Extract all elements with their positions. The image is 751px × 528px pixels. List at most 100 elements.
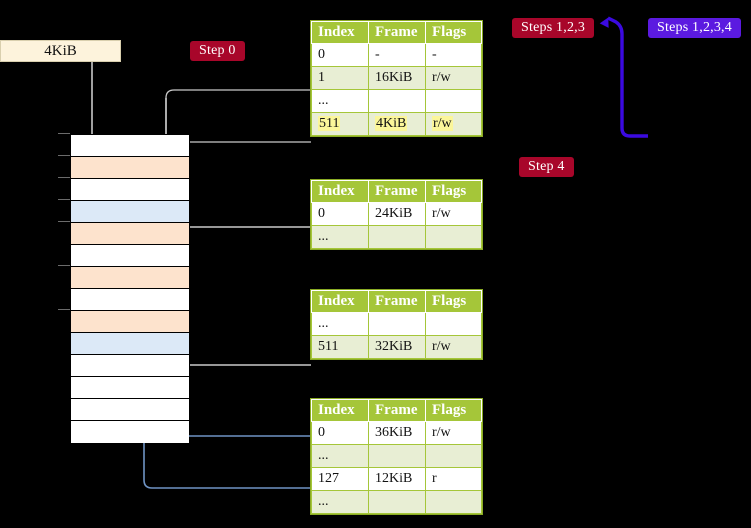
badge-step-0-label: Step 0: [199, 43, 236, 58]
memory-frame-row: [71, 245, 189, 267]
cell-index: ...: [311, 312, 369, 336]
memory-frame-row: [71, 377, 189, 399]
table-row[interactable]: ...: [311, 490, 482, 514]
wire-steps-bracket: [599, 16, 648, 138]
memory-frame-row: [71, 157, 189, 179]
memory-frame-row: [71, 421, 189, 443]
cell-flags: [425, 89, 482, 113]
cell-flags: [425, 444, 482, 468]
cell-frame: [368, 225, 426, 249]
badge-steps-1-2-3-4-label: Steps 1,2,3,4: [657, 20, 732, 35]
table-row[interactable]: 0--: [311, 43, 482, 67]
memory-frame-row: [71, 399, 189, 421]
cell-index: 511: [311, 112, 369, 136]
cell-flags: r: [425, 467, 482, 491]
memory-frame-row: [71, 289, 189, 311]
cell-highlight: r/w: [432, 116, 453, 131]
column-header-frame: Frame: [368, 399, 426, 422]
column-header-flags: Flags: [425, 21, 482, 44]
memory-frame-row: [71, 223, 189, 245]
cell-frame: 32KiB: [368, 335, 426, 359]
memory-frame-row: [71, 355, 189, 377]
column-header-frame: Frame: [368, 290, 426, 313]
memory-frame-row: [71, 135, 189, 157]
cell-index: 0: [311, 202, 369, 226]
cell-index: 0: [311, 421, 369, 445]
memory-tick: [58, 265, 70, 266]
cell-flags: r/w: [425, 202, 482, 226]
cell-highlight: 4KiB: [375, 116, 408, 131]
cell-frame: 16KiB: [368, 66, 426, 90]
column-header-index: Index: [311, 290, 369, 313]
column-header-frame: Frame: [368, 21, 426, 44]
cell-index: 0: [311, 43, 369, 67]
cell-index: ...: [311, 89, 369, 113]
cell-flags: r/w: [425, 66, 482, 90]
cell-flags: [425, 312, 482, 336]
memory-tick: [58, 133, 70, 134]
cell-flags: r/w: [425, 421, 482, 445]
table-row[interactable]: 511 4KiB r/w: [311, 112, 482, 136]
cell-index: ...: [311, 490, 369, 514]
memory-size-label: 4KiB: [44, 42, 77, 59]
memory-size-banner: 4KiB: [0, 40, 121, 62]
memory-frame-row: [71, 311, 189, 333]
badge-steps-1-2-3-4: Steps 1,2,3,4: [648, 18, 741, 38]
cell-flags: [425, 490, 482, 514]
cell-index: 127: [311, 467, 369, 491]
wire-t3-row511-to-memory: [171, 314, 311, 366]
cell-frame: [368, 444, 426, 468]
badge-steps-1-2-3-label: Steps 1,2,3: [521, 20, 586, 35]
table-row[interactable]: ...: [311, 312, 482, 336]
table-row[interactable]: ...: [311, 444, 482, 468]
cell-frame: [368, 89, 426, 113]
memory-tick: [58, 155, 70, 156]
badge-step-4: Step 4: [519, 157, 574, 177]
wire-t1-row511: [177, 141, 311, 151]
cell-frame: [368, 312, 426, 336]
cell-index: 1: [311, 66, 369, 90]
badge-steps-1-2-3: Steps 1,2,3: [512, 18, 595, 38]
column-header-index: Index: [311, 180, 369, 203]
memory-tick: [58, 199, 70, 200]
memory-tick: [58, 221, 70, 222]
cell-flags: r/w: [425, 112, 482, 136]
table-row[interactable]: ...: [311, 89, 482, 113]
memory-frame-row: [71, 333, 189, 355]
memory-tick: [58, 309, 70, 310]
cell-frame: 12KiB: [368, 467, 426, 491]
physical-memory-column: [70, 134, 190, 443]
memory-frame-row: [71, 267, 189, 289]
column-header-index: Index: [311, 399, 369, 422]
cell-frame: -: [368, 43, 426, 67]
column-header-flags: Flags: [425, 399, 482, 422]
cell-index: ...: [311, 225, 369, 249]
cell-flags: -: [425, 43, 482, 67]
column-header-index: Index: [311, 21, 369, 44]
cell-flags: [425, 225, 482, 249]
cell-index: ...: [311, 444, 369, 468]
memory-frame-row: [71, 201, 189, 223]
cell-frame: 36KiB: [368, 421, 426, 445]
cell-index: 511: [311, 335, 369, 359]
memory-frame-row: [71, 179, 189, 201]
column-header-flags: Flags: [425, 180, 482, 203]
badge-step-4-label: Step 4: [528, 159, 565, 174]
badge-step-0: Step 0: [190, 41, 245, 61]
table-row[interactable]: ...: [311, 225, 482, 249]
cell-frame: 24KiB: [368, 202, 426, 226]
column-header-flags: Flags: [425, 290, 482, 313]
